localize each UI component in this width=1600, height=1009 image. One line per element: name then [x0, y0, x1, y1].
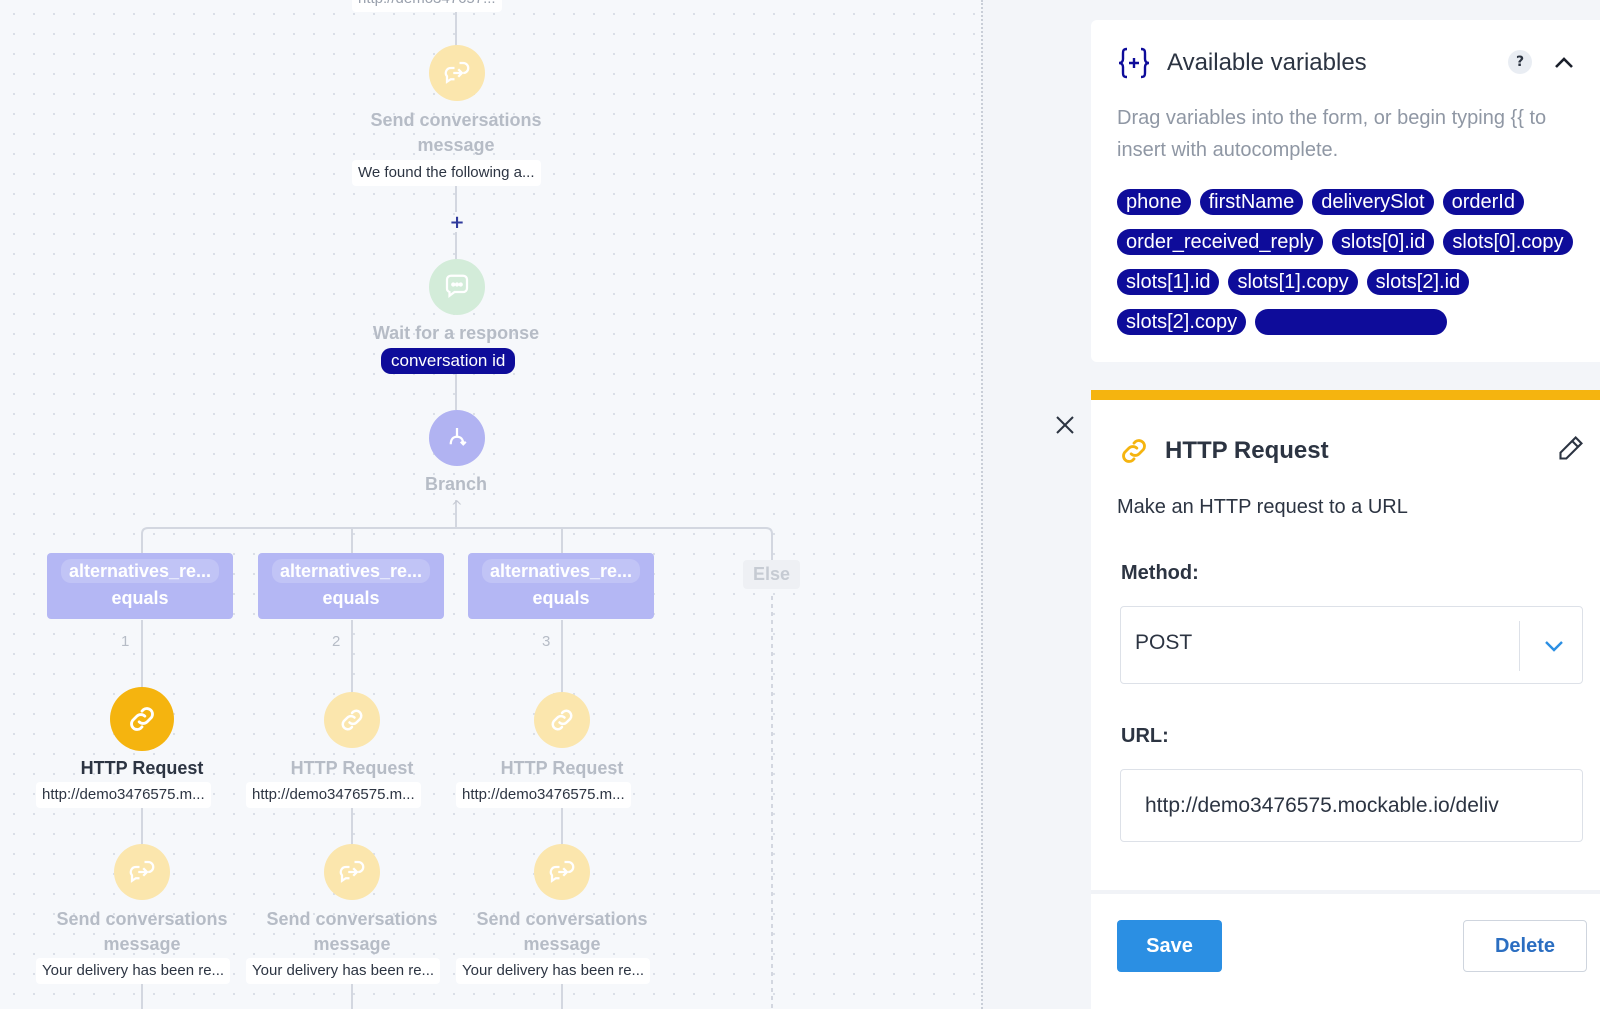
help-button[interactable]: ? [1508, 50, 1532, 74]
variable-chip[interactable]: slots[1].copy [1228, 269, 1358, 295]
method-label: Method: [1121, 562, 1199, 584]
variable-chip[interactable]: firstName [1199, 189, 1304, 215]
else-branch-label[interactable]: Else [743, 560, 801, 589]
chat-bubble-icon [445, 274, 469, 298]
wait-response-variable: conversation id [381, 348, 516, 374]
variable-chip[interactable]: orderId [1442, 189, 1524, 215]
variable-chip[interactable]: slots[2].id [1366, 269, 1470, 295]
add-step-button[interactable]: + [449, 212, 465, 233]
chevron-down-icon [1545, 641, 1563, 652]
send-message-icon [444, 61, 470, 84]
edit-title-button[interactable] [1557, 434, 1585, 462]
condition-box-2[interactable]: alternatives_re... equals [258, 553, 444, 619]
link-icon [341, 709, 363, 731]
send-message-preview[interactable]: Your delivery has been re... [456, 958, 651, 984]
delete-button[interactable]: Delete [1463, 920, 1587, 972]
variable-chip[interactable]: slots[0].copy [1443, 229, 1573, 255]
variable-chip[interactable]: phone [1117, 189, 1191, 215]
branch-node-label: Branch [424, 474, 487, 494]
send-message-preview[interactable]: Your delivery has been re... [246, 958, 441, 984]
send-message-node-icon[interactable] [324, 844, 380, 900]
link-icon [551, 709, 573, 731]
method-value: POST [1135, 631, 1193, 654]
variables-header: Available variables [1117, 46, 1367, 80]
condition-operator: equals [532, 588, 590, 608]
link-icon [130, 707, 154, 731]
branch-number-3: 3 [536, 633, 557, 650]
send-message-node-label: Send conversations message [476, 909, 648, 954]
canvas-divider [981, 0, 983, 1009]
url-input[interactable] [1120, 769, 1583, 842]
branch-number-2: 2 [326, 633, 347, 650]
url-label: URL: [1121, 725, 1169, 747]
http-request-node-label: HTTP Request [290, 758, 414, 778]
send-message-node-label: Send conversations message [370, 110, 542, 155]
condition-box-1[interactable]: alternatives_re... equals [47, 553, 233, 619]
send-message-preview[interactable]: Your delivery has been re... [36, 958, 231, 984]
pencil-icon [1559, 436, 1583, 460]
variable-chip-overflow[interactable] [1255, 309, 1448, 335]
condition-variable: alternatives_re... [481, 559, 641, 583]
variable-chip[interactable]: slots[2].copy [1117, 309, 1247, 335]
collapse-variables-button[interactable] [1551, 50, 1577, 76]
wait-response-node-icon[interactable] [429, 259, 485, 315]
branch-node-icon[interactable] [429, 410, 485, 466]
form-title: HTTP Request [1165, 437, 1329, 464]
http-request-node-icon[interactable] [324, 692, 380, 748]
send-message-node-icon[interactable] [429, 45, 485, 101]
variable-chip[interactable]: slots[1].id [1117, 269, 1220, 295]
send-message-icon [549, 860, 575, 883]
method-select[interactable]: POST [1120, 606, 1583, 684]
close-panel-button[interactable] [1052, 412, 1078, 438]
branch-collapse-caret[interactable]: ^ [451, 499, 463, 515]
condition-variable: alternatives_re... [271, 559, 431, 583]
condition-operator: equals [111, 588, 169, 608]
chevron-up-icon [1555, 57, 1573, 68]
condition-variable: alternatives_re... [60, 559, 220, 583]
http-request-url[interactable]: http://demo3476575.m... [456, 782, 631, 808]
http-request-node-label: HTTP Request [500, 758, 624, 778]
http-request-form: HTTP Request Make an HTTP request to a U… [1091, 390, 1600, 1009]
http-request-node-icon-active[interactable] [110, 687, 174, 751]
send-message-node-icon[interactable] [114, 844, 170, 900]
send-message-preview[interactable]: We found the following a... [352, 160, 541, 186]
variable-chip[interactable]: order_received_reply [1117, 229, 1323, 255]
flow-connectors [141, 0, 773, 1009]
variables-description: Drag variables into the form, or begin t… [1117, 107, 1547, 161]
send-message-icon [339, 860, 365, 883]
top-node-url[interactable]: http://demo347657... [352, 0, 502, 12]
curly-braces-plus-icon [1118, 47, 1150, 79]
http-request-url[interactable]: http://demo3476575.m... [246, 782, 421, 808]
variable-chips: phone firstName deliverySlot orderId ord… [1117, 189, 1597, 335]
form-description: Make an HTTP request to a URL [1117, 496, 1408, 518]
http-request-node-label: HTTP Request [80, 758, 204, 778]
branch-split-icon [449, 428, 467, 446]
save-button[interactable]: Save [1117, 920, 1222, 972]
condition-box-3[interactable]: alternatives_re... equals [468, 553, 654, 619]
flow-canvas[interactable]: http://demo347657... Send conversations … [0, 0, 982, 1009]
form-header: HTTP Request [1117, 434, 1329, 468]
branch-number-1: 1 [115, 633, 136, 650]
variables-title: Available variables [1167, 49, 1367, 76]
send-message-icon [129, 860, 155, 883]
wait-response-node-label: Wait for a response [372, 323, 540, 343]
available-variables-panel: Available variables ? Drag variables int… [1091, 20, 1600, 362]
http-request-node-icon[interactable] [534, 692, 590, 748]
form-footer: Save Delete [1091, 890, 1600, 1009]
send-message-node-icon[interactable] [534, 844, 590, 900]
link-icon [1122, 439, 1146, 463]
send-message-node-label: Send conversations message [56, 909, 228, 954]
send-message-node-label: Send conversations message [266, 909, 438, 954]
variable-chip[interactable]: slots[0].id [1331, 229, 1435, 255]
variable-chip[interactable]: deliverySlot [1312, 189, 1434, 215]
method-dropdown-toggle[interactable] [1541, 633, 1567, 659]
close-icon [1056, 416, 1074, 434]
http-request-url[interactable]: http://demo3476575.m... [36, 782, 211, 808]
condition-operator: equals [322, 588, 380, 608]
select-separator [1519, 621, 1520, 671]
